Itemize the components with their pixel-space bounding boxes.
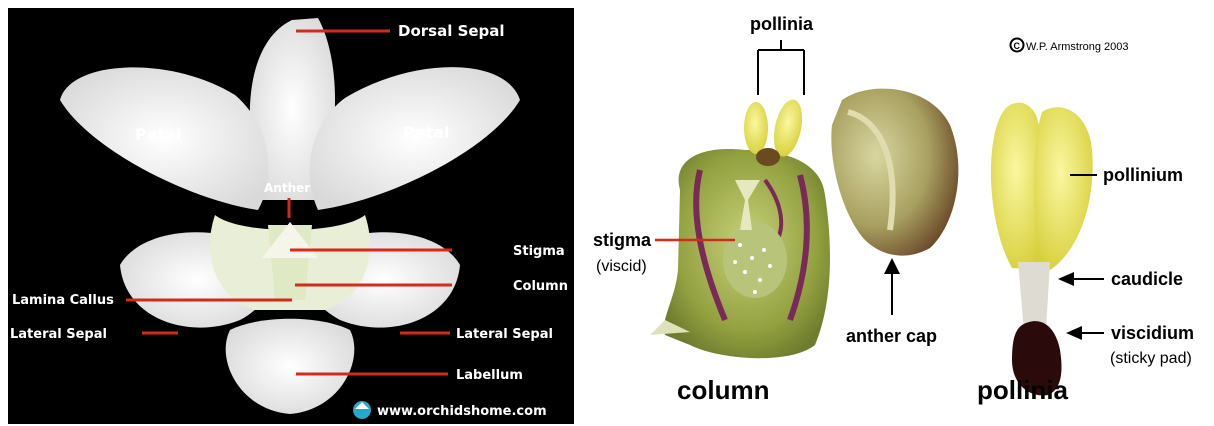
- label-dorsal-sepal: Dorsal Sepal: [398, 22, 505, 40]
- label-stigma: stigma: [593, 230, 652, 250]
- label-sticky-pad: (sticky pad): [1110, 350, 1192, 367]
- pollinium-right: [1034, 107, 1093, 270]
- label-lateral-sepal-right: Lateral Sepal: [456, 327, 553, 342]
- label-viscid: (viscid): [596, 258, 647, 275]
- column-viscidium: [756, 148, 780, 166]
- sparkle: [750, 256, 754, 260]
- column-specimen-image: [650, 97, 830, 358]
- viscidium-arrow: [1066, 326, 1104, 340]
- anther-cap-specimen-image: [831, 89, 958, 256]
- sparkle: [758, 278, 762, 282]
- arrow-left-icon: [1066, 326, 1082, 340]
- label-lamina-callus: Lamina Callus: [12, 293, 114, 308]
- label-petal-left: Petal: [135, 125, 182, 144]
- sparkle: [733, 260, 737, 264]
- label-anther: Anther: [264, 181, 310, 195]
- sparkle: [762, 248, 766, 252]
- pollinia-specimen-image: [991, 103, 1093, 396]
- label-viscidium: viscidium: [1111, 323, 1194, 343]
- sparkle: [738, 243, 742, 247]
- sparkle: [743, 270, 747, 274]
- column-pollinium-left: [744, 102, 768, 154]
- arrow-left-icon: [1058, 272, 1074, 286]
- label-anther-cap: anther cap: [846, 326, 937, 346]
- label-pollinia-top: pollinia: [750, 14, 814, 34]
- label-petal-right: Petal: [403, 123, 450, 142]
- anther-cap-arrow: [884, 258, 900, 315]
- label-column: Column: [513, 279, 568, 294]
- label-caudicle: caudicle: [1111, 269, 1183, 289]
- stigma-surface: [723, 222, 787, 298]
- right-panel: C W.P. Armstrong 2003 pollinia: [593, 14, 1194, 405]
- sparkle: [768, 264, 772, 268]
- copyright-glyph: C: [1014, 41, 1021, 51]
- label-stigma: Stigma: [513, 244, 565, 259]
- pollinia-bracket: [758, 40, 804, 95]
- watermark-text: www.orchidshome.com: [377, 404, 547, 419]
- label-labellum: Labellum: [456, 368, 523, 383]
- copyright-text: W.P. Armstrong 2003: [1026, 41, 1129, 53]
- left-panel: Dorsal Sepal Petal Petal Anther Stigma C…: [8, 8, 574, 424]
- sparkle: [753, 290, 757, 294]
- label-pollinium: pollinium: [1103, 165, 1183, 185]
- caption-column: column: [677, 375, 769, 405]
- label-lateral-sepal-left: Lateral Sepal: [10, 327, 107, 342]
- caudicle-arrow: [1058, 272, 1104, 286]
- orchidshome-logo: [353, 401, 371, 419]
- caption-pollinia: pollinia: [977, 375, 1069, 405]
- arrow-head-icon: [884, 258, 900, 274]
